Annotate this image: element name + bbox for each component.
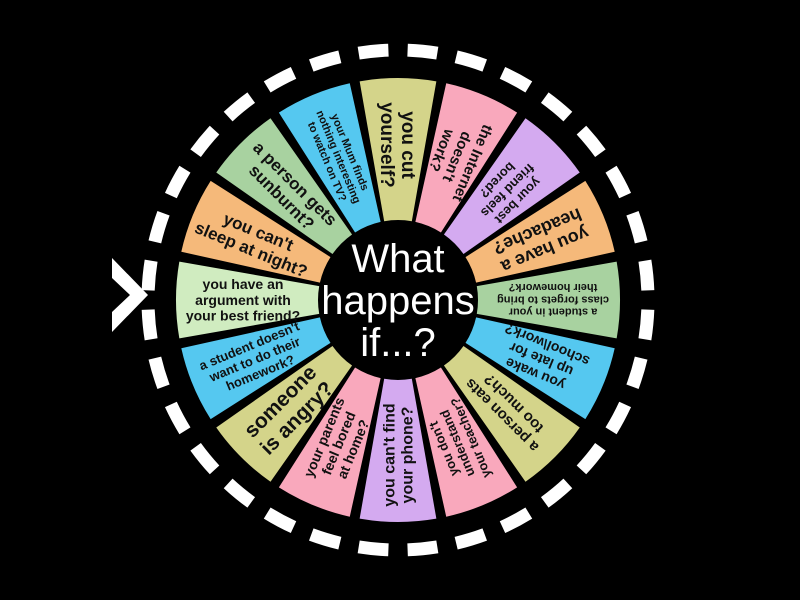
wheel-segment-wedge[interactable] (476, 261, 620, 339)
wheel-segment-label-line: argument with (195, 292, 291, 308)
rim-dash (576, 442, 606, 475)
wheel-segment-wedge[interactable] (176, 261, 320, 339)
wheel-segment-label-line: their homework? (508, 281, 597, 293)
wheel-segment-label-line: a student in your (508, 306, 597, 318)
wheel-segment-wedge[interactable] (278, 83, 381, 233)
wheel-segment-label-line: your phone? (399, 407, 416, 504)
wheel-segment-wedge[interactable] (278, 367, 381, 517)
wheel-segment-wedge[interactable] (465, 317, 615, 420)
rim-dash (638, 309, 655, 341)
wheel-hub (320, 222, 476, 378)
wheel-segment-label-line: class forgets to bring (497, 293, 609, 305)
wheel-segment-wedge[interactable] (216, 118, 353, 255)
rim-dash (164, 165, 191, 199)
rim-dash (309, 50, 342, 72)
wheel-segment-label-line: your best friend? (186, 307, 300, 323)
rim-dash (223, 478, 256, 508)
spin-pointer-chevron (112, 258, 148, 332)
rim-dash (499, 507, 533, 534)
rim-dash (576, 125, 606, 158)
rim-dash (223, 92, 256, 122)
wheel-segment-wedge[interactable] (443, 345, 580, 482)
wheel-segment[interactable]: a student doesn'twant to do theirhomewor… (181, 317, 331, 420)
rim-dash (148, 356, 170, 389)
wheel-segment-wedge[interactable] (216, 345, 353, 482)
rim-dash (263, 507, 297, 534)
rim-dash (540, 92, 573, 122)
center-label-line: happens (321, 279, 474, 323)
rim-dash (407, 540, 439, 557)
wheel-segment-wedge[interactable] (359, 378, 437, 522)
rim-dash (190, 125, 220, 158)
rim-dash (626, 211, 648, 244)
wheel-segment-wedge[interactable] (181, 180, 331, 283)
rim-dash (357, 540, 389, 557)
wheel-segment-wedge[interactable] (415, 367, 518, 517)
wheel-segment-wedge[interactable] (181, 317, 331, 420)
wheel-segment-wedge[interactable] (359, 77, 437, 222)
rim-dash (407, 43, 439, 60)
rim-dash (638, 259, 655, 291)
wheel-segment-label-line: you have an (203, 276, 284, 292)
wheel-segment-label-line: you cut (397, 111, 418, 179)
wheel-segment[interactable]: you can't findyour phone? (359, 378, 437, 522)
wheel-segment-label: you can't findyour phone? (381, 403, 416, 506)
rim-dash (309, 528, 342, 550)
rim-dash (190, 442, 220, 475)
wheel-segment[interactable]: you cutyourself? (359, 77, 437, 222)
rim-dash (605, 165, 632, 199)
rim-dash (357, 43, 389, 60)
wheel-segment-label-line: yourself? (376, 102, 397, 188)
rim-dash (263, 66, 297, 93)
wheel-segments[interactable]: you cutyourself?the Internetdoesn'twork?… (176, 77, 620, 522)
rim-dash (605, 401, 632, 435)
wheel-segment-wedge[interactable] (415, 83, 518, 233)
rim-dash (141, 259, 158, 291)
wheel-segment[interactable]: a student in yourclass forgets to bringt… (476, 261, 620, 339)
rim-dash (141, 309, 158, 341)
wheel-segment-label: a student in yourclass forgets to bringt… (497, 281, 609, 318)
wheel-segment-wedge[interactable] (443, 118, 580, 255)
rim-dash (540, 478, 573, 508)
rim-dash (499, 66, 533, 93)
center-label-line: What (351, 237, 444, 281)
rim-dash (164, 401, 191, 435)
rim-dash (148, 211, 170, 244)
wheel-segment-wedge[interactable] (465, 180, 615, 283)
rim-dash (454, 50, 487, 72)
wheel-segment-label: you cutyourself? (376, 102, 418, 188)
wheel-segment-label-line: you can't find (381, 403, 398, 506)
rim-dash (626, 356, 648, 389)
rim-dash (454, 528, 487, 550)
wheel-rim-dashes (141, 43, 655, 557)
center-label-line: if...? (360, 321, 436, 365)
